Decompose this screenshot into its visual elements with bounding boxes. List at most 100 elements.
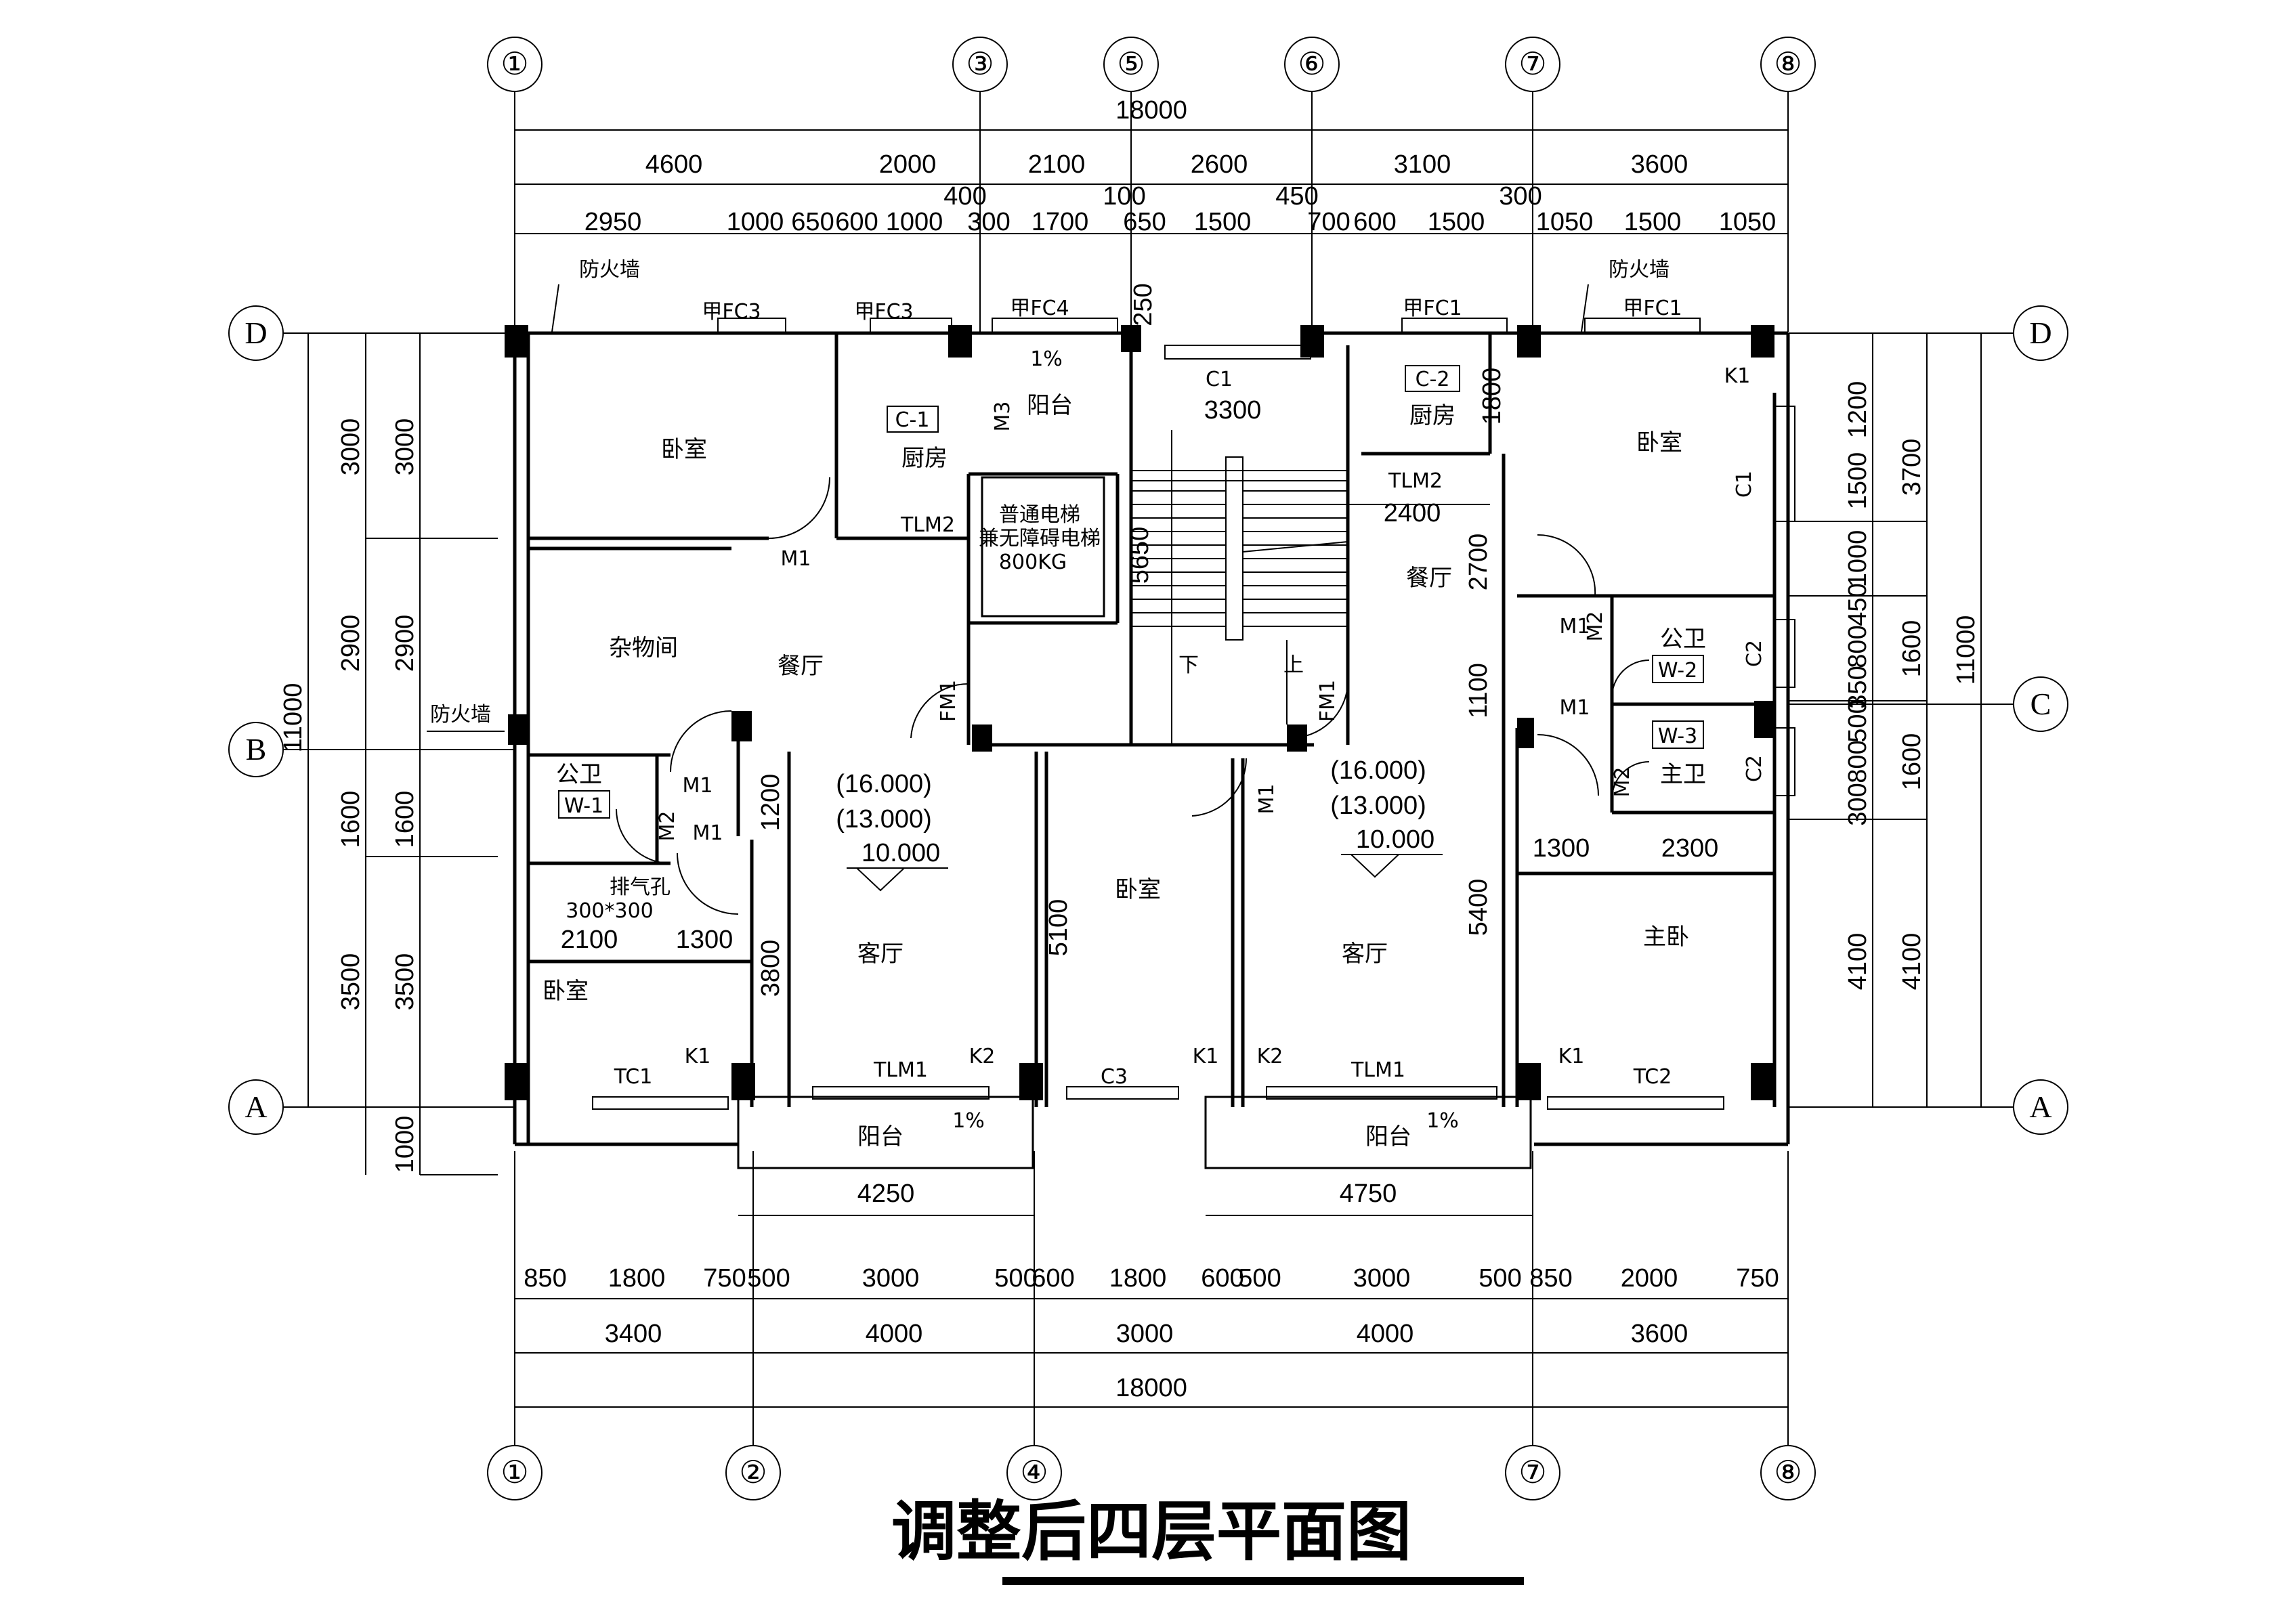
room-bedroom-center: 卧室 [1115, 876, 1161, 903]
int-dim-15: 250 [1129, 283, 1157, 326]
dim-top-r3-3: 600 [835, 208, 878, 236]
dim-bottom-r1-3: 500 [747, 1264, 790, 1293]
dim-top-small-3: 300 [1499, 182, 1542, 211]
dim-right-inner-3: 450 [1844, 583, 1872, 626]
room-kitchen-right: 厨房 [1409, 402, 1455, 429]
dim-bottom-r1-4: 3000 [862, 1264, 920, 1293]
drawing-title-block: 调整后四层平面图 [891, 1494, 1524, 1585]
dim-right-total: 11000 [1952, 615, 1980, 685]
tag-c-2: C-2 [1416, 368, 1450, 391]
dim-balcony-right: 4750 [1340, 1180, 1397, 1208]
elev-right-2: 10.000 [1356, 825, 1434, 854]
dim-bottom-r1-8: 600 [1201, 1264, 1243, 1293]
dim-top-r1-2: 2100 [1028, 150, 1086, 179]
tag-k2-a: K2 [969, 1045, 996, 1068]
dim-left-mid-4: 1000 [391, 1116, 419, 1173]
dim-top-r1-4: 3100 [1394, 150, 1451, 179]
int-dim-1: 3800 [757, 940, 785, 997]
top-dimensions: 18000 4600 2000 2100 2600 3100 3600 400 … [515, 96, 1788, 236]
room-storage: 杂物间 [609, 634, 678, 662]
room-bedroom-sw: 卧室 [543, 978, 589, 1005]
int-dim-12: 1300 [1533, 834, 1590, 863]
room-kitchen-left: 厨房 [901, 445, 948, 472]
exhaust-label: 排气孔 [610, 875, 671, 899]
tag-tlm1-b: TLM1 [1351, 1058, 1405, 1082]
elevator-load: 800KG [999, 550, 1067, 574]
tag-fc3-b: 甲FC3 [854, 300, 913, 324]
dim-bottom-r2-1: 4000 [866, 1320, 923, 1348]
dim-top-r3-7: 650 [1123, 208, 1166, 236]
axis-bubbles-bottom: ① ② ④ ⑦ ⑧ [487, 1445, 1816, 1500]
axis-right-c: C [2031, 687, 2051, 721]
dim-top-r3-0: 2950 [584, 208, 642, 236]
dim-top-r3-6: 1700 [1032, 208, 1089, 236]
room-dining-right: 餐厅 [1406, 565, 1452, 592]
axis-top-7: ⑦ [1518, 47, 1546, 81]
dim-bottom-r2-0: 3400 [605, 1320, 662, 1348]
dim-right-mid-1: 1600 [1898, 620, 1926, 678]
balconies: 4250 4750 [737, 1096, 1533, 1216]
axis-bubbles-sides: D B A D C A [228, 305, 2068, 1135]
dim-top-r3-10: 600 [1353, 208, 1396, 236]
axis-left-b: B [246, 732, 267, 766]
dim-top-r1-3: 2600 [1191, 150, 1248, 179]
dim-bottom-r2-4: 3600 [1631, 1320, 1688, 1348]
dim-top-r3-14: 1050 [1719, 208, 1777, 236]
dim-top-r3-9: 700 [1307, 208, 1350, 236]
tag-fc4: 甲FC4 [1010, 297, 1069, 320]
elev-left-1: (13.000) [836, 805, 932, 834]
tag-w-3: W-3 [1658, 725, 1697, 748]
tag-c-1: C-1 [895, 408, 930, 432]
dim-top-small-1: 100 [1103, 182, 1145, 211]
tag-tlm2-a: TLM2 [900, 513, 955, 537]
firewall-label-ne: 防火墙 [1609, 258, 1670, 282]
dim-top-total: 18000 [1115, 96, 1187, 125]
dim-right-mid-0: 3700 [1898, 439, 1926, 496]
int-dim-13: 2300 [1661, 834, 1719, 863]
room-master-bedroom: 主卧 [1643, 924, 1689, 951]
tag-m1-a: M1 [781, 547, 811, 571]
int-dim-14: 1800 [1478, 368, 1506, 425]
dim-bottom-r1-2: 750 [703, 1264, 746, 1293]
axis-top-6: ⑥ [1298, 47, 1325, 81]
axis-bottom-4: ④ [1020, 1455, 1048, 1490]
dim-top-r3-11: 1500 [1428, 208, 1485, 236]
firewall-label-w: 防火墙 [430, 703, 491, 727]
tag-k1-c: K1 [1193, 1045, 1219, 1068]
axis-left-d: D [245, 316, 267, 350]
dim-left-inner-3: 3500 [391, 953, 419, 1011]
dim-top-r1-5: 3600 [1631, 150, 1688, 179]
interior-dimensions: 1200 3800 2100 1300 300*300 排气孔 5100 565… [528, 283, 1774, 997]
tag-w-2: W-2 [1658, 659, 1697, 683]
drawing-title: 调整后四层平面图 [891, 1494, 1411, 1570]
dim-left-mid-1: 2900 [337, 615, 365, 672]
tag-m1-d: M1 [1560, 615, 1590, 639]
tag-m1-b: M1 [683, 774, 713, 798]
columns [505, 325, 1774, 1100]
dim-bottom-r2-2: 3000 [1116, 1320, 1174, 1348]
tag-k1-ne: K1 [1724, 364, 1751, 388]
tag-c1-right: C1 [1732, 471, 1756, 498]
int-dim-3: 1300 [676, 926, 734, 954]
dim-bottom-r1-5: 500 [994, 1264, 1037, 1293]
dim-bottom-total: 18000 [1115, 1374, 1187, 1402]
dim-top-small-2: 450 [1275, 182, 1318, 211]
dim-left-inner-0: 3000 [391, 418, 419, 476]
tag-fc1-b: 甲FC1 [1623, 297, 1682, 320]
dim-bottom-r1-7: 1800 [1109, 1264, 1167, 1293]
tag-fc3-a: 甲FC3 [702, 300, 761, 324]
tag-c2-b: C2 [1743, 755, 1766, 782]
tag-m1-e: M1 [1560, 696, 1590, 720]
elevator: 普通电梯 兼无障碍电梯 800KG [979, 476, 1105, 618]
room-dining-left: 餐厅 [778, 653, 824, 680]
firewall-labels: 防火墙 防火墙 防火墙 [427, 258, 1670, 732]
room-balcony-right: 阳台 [1365, 1123, 1411, 1150]
dim-bottom-r1-6: 600 [1032, 1264, 1074, 1293]
dim-right-inner-9: 4100 [1844, 933, 1872, 991]
tag-m1-f: M1 [1255, 784, 1279, 815]
tag-c2-a: C2 [1743, 640, 1766, 667]
room-wc-master: 主卫 [1660, 761, 1706, 788]
int-dim-5: 5100 [1044, 899, 1073, 957]
room-living-left: 客厅 [857, 940, 903, 968]
dim-top-r3-8: 1500 [1194, 208, 1252, 236]
